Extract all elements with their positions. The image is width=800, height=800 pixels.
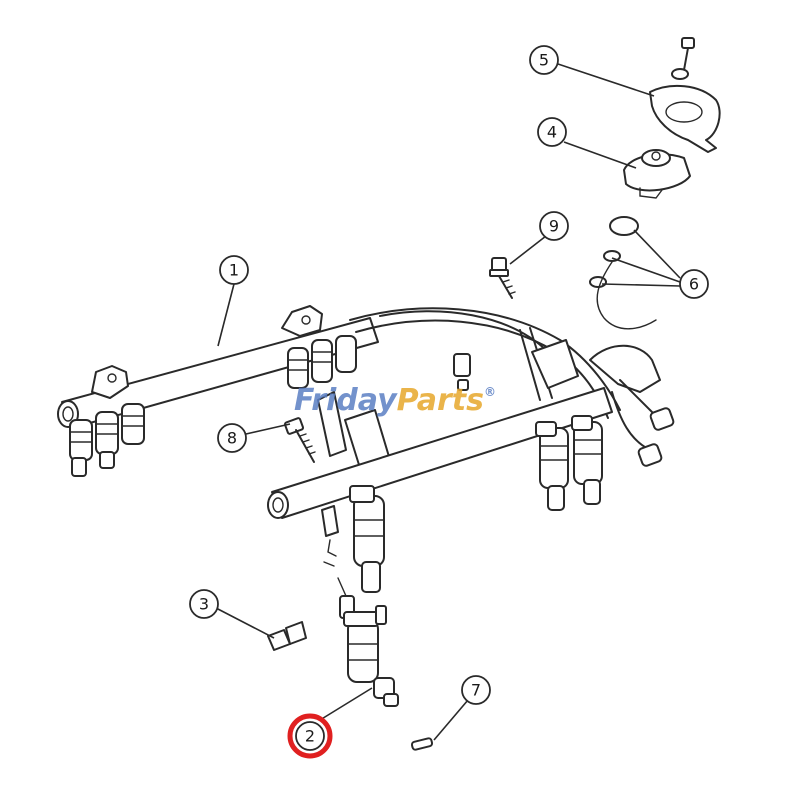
- injector-clip-part-3: [267, 621, 307, 651]
- crossover-tubes: [317, 307, 621, 469]
- pressure-regulator-part-4: [623, 149, 691, 199]
- callout-1-label: 1: [229, 261, 239, 280]
- callout-8-label: 8: [227, 429, 237, 448]
- retainer-clip-upper: [321, 505, 339, 557]
- callout-6-label: 6: [689, 275, 699, 294]
- bolt-part-8: [283, 417, 316, 463]
- callout-3: 3: [189, 589, 219, 619]
- watermark: FridayParts®: [294, 383, 496, 418]
- callout-2-label: 2: [305, 727, 315, 746]
- callout-7-label: 7: [471, 681, 481, 700]
- callout-4: 4: [537, 117, 567, 147]
- stud-part-9: [489, 257, 516, 299]
- watermark-part2: Parts: [397, 383, 484, 418]
- callout-2-highlight: [287, 713, 333, 759]
- callout-5: 5: [529, 45, 559, 75]
- lower-middle-injector: [349, 485, 385, 593]
- watermark-part1: Friday: [294, 383, 398, 418]
- o-ring-part-7: [410, 737, 434, 751]
- callout-6: 6: [679, 269, 709, 299]
- center-fitting: [453, 353, 471, 391]
- callout-3-label: 3: [199, 595, 209, 614]
- watermark-text: FridayParts®: [294, 383, 496, 418]
- leader-lines: [215, 63, 681, 741]
- callout-1: 1: [219, 255, 249, 285]
- upper-fuel-rail: [57, 305, 379, 477]
- callout-9: 9: [539, 211, 569, 241]
- fuel-injector-part-2: [323, 561, 399, 707]
- regulator-bracket-part-5: [649, 37, 721, 153]
- callout-7: 7: [461, 675, 491, 705]
- o-rings-part-6: [589, 216, 657, 330]
- watermark-mark: ®: [484, 385, 496, 399]
- callout-2: 2: [287, 713, 333, 759]
- callout-9-label: 9: [549, 217, 559, 236]
- callout-8: 8: [217, 423, 247, 453]
- callout-5-label: 5: [539, 51, 549, 70]
- callout-4-label: 4: [547, 123, 557, 142]
- lower-right-injectors: [535, 415, 603, 511]
